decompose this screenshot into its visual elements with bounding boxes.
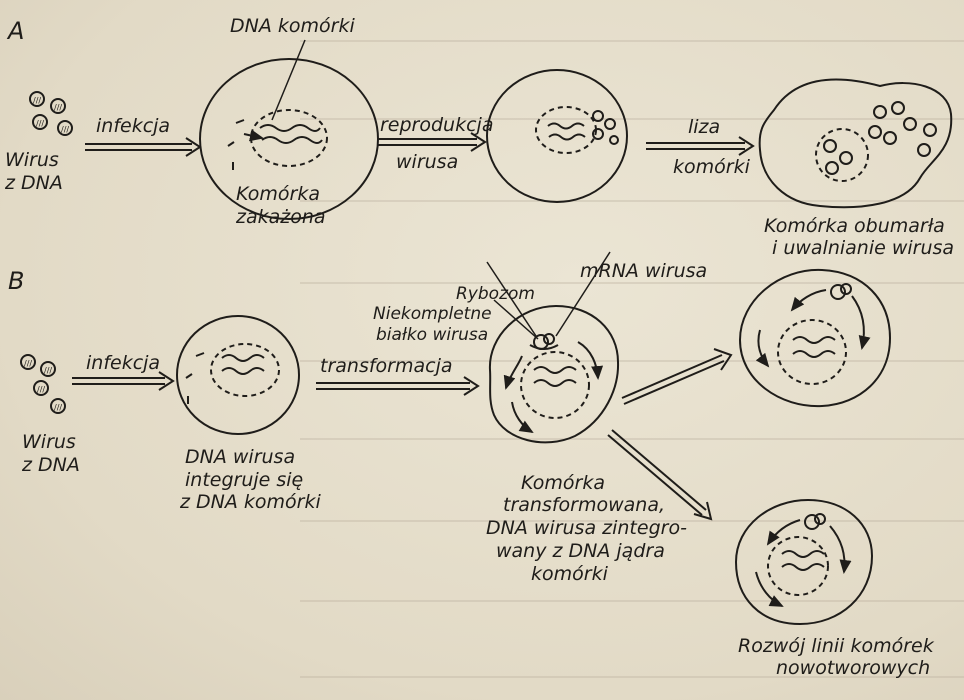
arrow-lysis-label-line2: komórki	[673, 157, 750, 179]
arrow-transformation	[316, 377, 478, 395]
integration-label-line1: DNA wirusa	[185, 447, 295, 469]
dead-cell-label-line1: Komórka obumarła	[764, 216, 945, 238]
arrow-reproduction-label-line1: reprodukcja	[380, 115, 493, 137]
ribosome-label: Rybozom	[456, 285, 535, 305]
dead-cell	[760, 79, 952, 207]
integration-label-line3: z DNA komórki	[180, 492, 321, 514]
arrow-transformation-label: transformacja	[320, 356, 453, 378]
arrow-infection-b-label: infekcja	[86, 353, 160, 375]
incomplete-protein-label-line1: Niekompletne	[373, 305, 492, 325]
mrna-label: mRNA wirusa	[580, 261, 707, 283]
tumor-label-line1: Rozwój linii komórek	[738, 636, 934, 658]
virus-label-b-line2: z DNA	[22, 455, 80, 477]
dead-cell-label-line2: i uwalnianie wirusa	[772, 238, 954, 260]
svg-text:///: ///	[33, 96, 41, 105]
transformed-cell-label-line1: Komórka	[521, 473, 605, 495]
arrow-to-daughter-cell-1	[622, 349, 731, 404]
panel-a-letter: A	[8, 18, 24, 46]
transformed-cell-label-line2: transformowana,	[503, 495, 665, 517]
svg-text:///: ///	[44, 366, 52, 375]
transformed-cell-label-line3: DNA wirusa zintegro-	[486, 518, 687, 540]
cell-dna-label: DNA komórki	[230, 16, 355, 38]
transformed-cell-label-line4: wany z DNA jądra	[496, 541, 665, 563]
integrated-cell	[177, 316, 299, 434]
svg-text:///: ///	[54, 103, 62, 112]
virus-label-a-line1: Wirus	[5, 150, 59, 172]
daughter-cell-1	[740, 270, 890, 406]
virus-particles-b: /// /// /// ///	[21, 355, 65, 413]
virus-label-b-line1: Wirus	[22, 432, 76, 454]
daughter-cell-2	[736, 500, 872, 624]
svg-text:///: ///	[36, 119, 44, 128]
arrow-infection-a-label: infekcja	[96, 116, 170, 138]
tumor-label-line2: nowotworowych	[776, 658, 930, 680]
infected-cell-label-line2: zakażona	[236, 207, 326, 229]
arrow-reproduction-label-line2: wirusa	[396, 152, 458, 174]
arrow-lysis	[646, 137, 753, 155]
virus-particles-a: /// /// /// ///	[30, 92, 72, 135]
arrow-lysis-label-line1: liza	[688, 117, 720, 139]
svg-text:///: ///	[61, 125, 69, 134]
arrow-infection-a	[85, 138, 200, 156]
svg-text:///: ///	[24, 359, 32, 368]
reproducing-cell	[487, 70, 627, 202]
svg-text:///: ///	[37, 385, 45, 394]
infected-cell-label-line1: Komórka	[236, 184, 320, 206]
panel-b-letter: B	[8, 268, 24, 296]
incomplete-protein-label-line2: białko wirusa	[376, 326, 488, 346]
svg-text:///: ///	[54, 403, 62, 412]
transformed-cell-label-line5: komórki	[531, 564, 608, 586]
integration-label-line2: integruje się	[185, 470, 303, 492]
virus-label-a-line2: z DNA	[5, 173, 63, 195]
